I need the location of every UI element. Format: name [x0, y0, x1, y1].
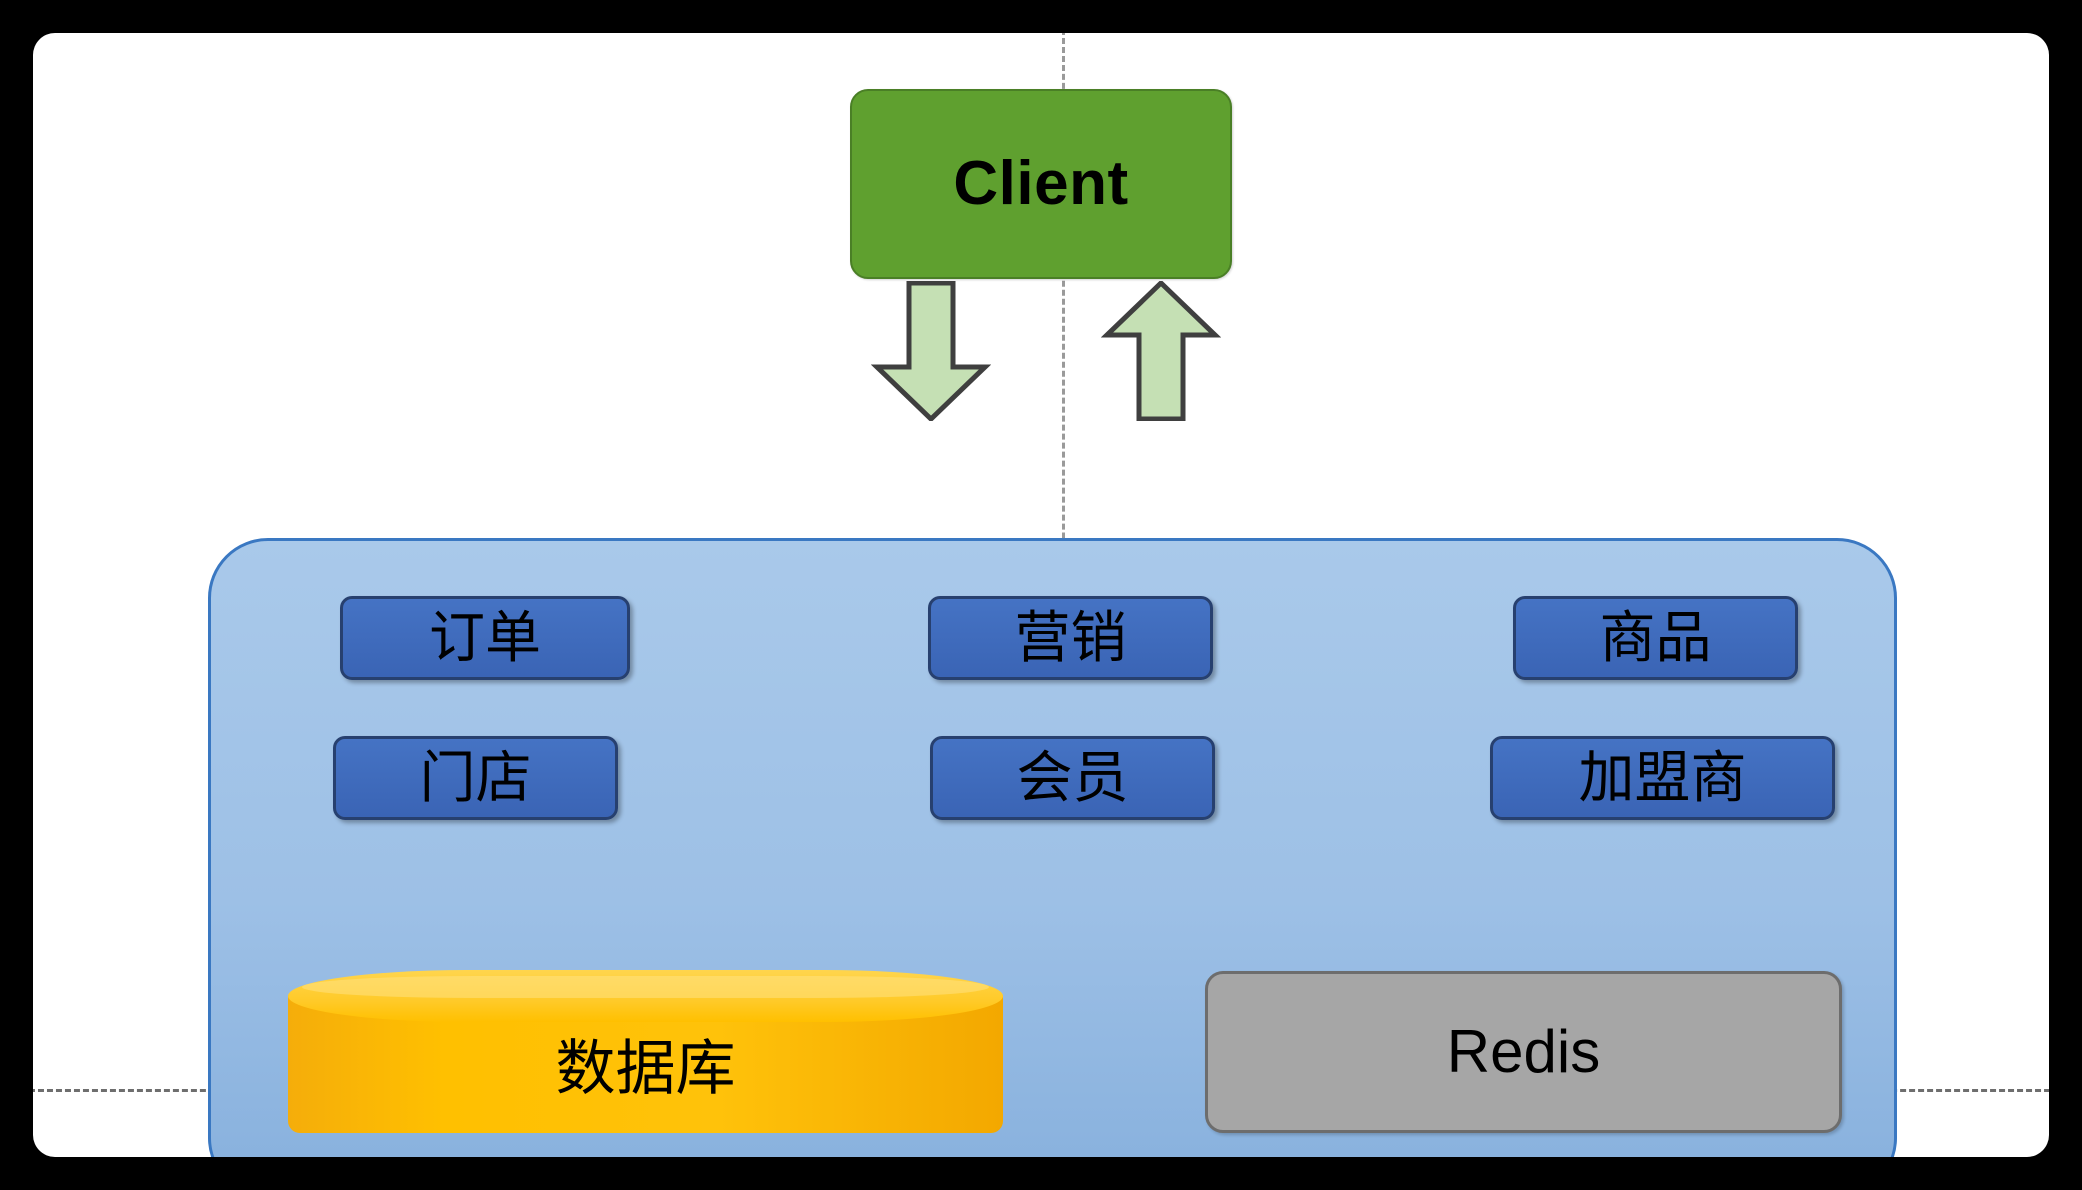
module-store[interactable]: 门店 — [333, 736, 618, 820]
module-franchisee[interactable]: 加盟商 — [1490, 736, 1835, 820]
module-product[interactable]: 商品 — [1513, 596, 1798, 680]
database-label: 数据库 — [555, 1035, 736, 1102]
module-member-label: 会员 — [1016, 746, 1129, 809]
database-cylinder-top — [288, 970, 1003, 1022]
response-arrow-up-icon — [1100, 279, 1222, 422]
module-marketing[interactable]: 营销 — [928, 596, 1213, 680]
module-order[interactable]: 订单 — [340, 596, 630, 680]
module-order-label: 订单 — [429, 606, 541, 669]
client-node-label: Client — [953, 149, 1129, 218]
diagram-canvas: Client 订单 营销 商品 门店 会员 — [33, 33, 2049, 1157]
module-store-label: 门店 — [419, 746, 532, 809]
module-product-label: 商品 — [1599, 606, 1712, 669]
client-node[interactable]: Client — [850, 89, 1232, 279]
module-franchisee-label: 加盟商 — [1578, 746, 1747, 809]
redis-node[interactable]: Redis — [1205, 971, 1842, 1133]
database-cylinder[interactable]: 数据库 — [288, 970, 1003, 1133]
module-marketing-label: 营销 — [1014, 606, 1127, 669]
request-arrow-down-icon — [870, 280, 992, 423]
redis-node-label: Redis — [1446, 1018, 1601, 1085]
module-member[interactable]: 会员 — [930, 736, 1215, 820]
